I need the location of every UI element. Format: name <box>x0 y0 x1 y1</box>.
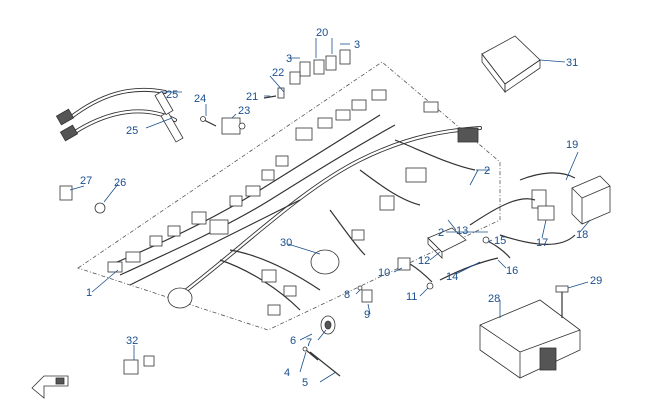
callout-25b: 25 <box>126 125 138 137</box>
washer-4 <box>302 346 319 361</box>
callout-1: 1 <box>86 287 92 299</box>
callout-5: 5 <box>302 377 308 389</box>
callout-28: 28 <box>488 293 500 305</box>
regulator-12 <box>427 227 467 259</box>
battery-cable-19 <box>469 172 576 245</box>
callout-12: 12 <box>418 255 430 267</box>
sensor-7 <box>320 315 336 335</box>
callout-14: 14 <box>446 271 458 283</box>
callout-10: 10 <box>378 267 390 279</box>
battery-18 <box>571 175 611 225</box>
harness-assembly-outline <box>77 61 501 331</box>
callout-30: 30 <box>280 237 292 249</box>
callout-16: 16 <box>506 265 518 277</box>
callout-3a: 3 <box>286 53 292 65</box>
connector-10 <box>397 257 433 283</box>
callout-24: 24 <box>194 93 206 105</box>
callout-2b: 2 <box>438 227 444 239</box>
callout-labels: 1 2 2 3 3 4 5 6 7 8 9 10 11 12 13 14 15 … <box>80 27 602 389</box>
main-wiring-harness <box>107 89 482 316</box>
callout-11: 11 <box>406 291 417 303</box>
callout-17: 17 <box>536 237 548 249</box>
relays-group <box>263 49 351 99</box>
callout-31: 31 <box>566 57 578 69</box>
callout-4: 4 <box>284 367 290 379</box>
callout-7: 7 <box>306 337 312 349</box>
callout-8: 8 <box>344 289 350 301</box>
bolt-11 <box>426 282 434 290</box>
callout-15: 15 <box>494 235 506 247</box>
callout-26: 26 <box>114 177 126 189</box>
callout-23: 23 <box>238 105 250 117</box>
callout-20: 20 <box>316 27 328 39</box>
callout-27: 27 <box>80 175 92 187</box>
oxygen-sensor-cables <box>55 87 184 143</box>
fuse-box-17 <box>531 189 555 221</box>
callout-13: 13 <box>456 225 468 237</box>
sensor-27 <box>59 185 73 201</box>
callout-9: 9 <box>364 309 370 321</box>
sensor-23 <box>221 117 246 135</box>
bolt-24 <box>200 116 217 127</box>
callout-3b: 3 <box>354 39 360 51</box>
bolt-8 <box>357 285 363 291</box>
rod-5 <box>309 351 341 377</box>
callout-19: 19 <box>566 139 578 151</box>
ecu-module <box>481 35 541 94</box>
ecu-module-28 <box>479 299 581 379</box>
callout-2a: 2 <box>484 165 490 177</box>
callout-6: 6 <box>290 335 296 347</box>
leader-lines <box>69 38 591 383</box>
relay-32 <box>123 355 155 375</box>
clip-26 <box>94 202 106 214</box>
callout-32: 32 <box>126 335 138 347</box>
relay-9 <box>361 289 373 303</box>
callout-21: 21 <box>246 91 258 103</box>
cable-15 <box>482 236 511 259</box>
bolt-29 <box>555 285 569 318</box>
callout-29: 29 <box>590 275 602 287</box>
callout-18: 18 <box>576 229 588 241</box>
callout-22: 22 <box>272 67 284 79</box>
callout-25a: 25 <box>166 89 178 101</box>
front-direction-arrow-icon <box>31 375 69 399</box>
